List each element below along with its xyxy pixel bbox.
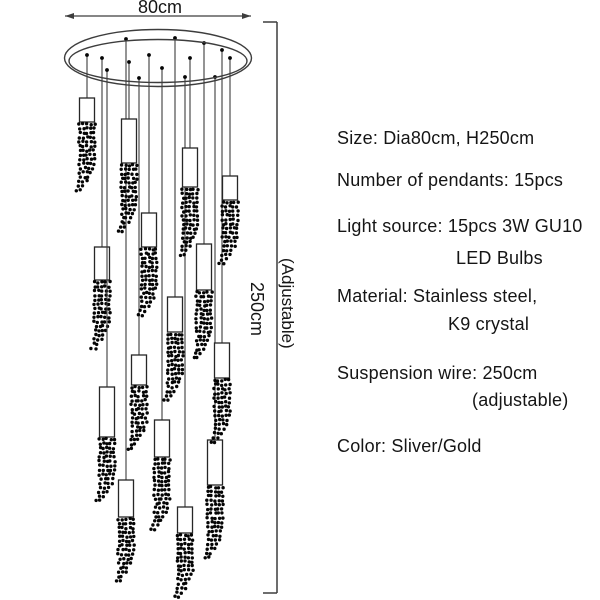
spec-pendant-count: Number of pendants: 15pcs <box>337 170 564 190</box>
height-dimension-label: 250cm <box>247 282 267 337</box>
spec-material: Material: Stainless steel, <box>337 286 538 306</box>
spec-color: Color: Sliver/Gold <box>337 436 482 456</box>
spec-material-cont: K9 crystal <box>448 314 530 334</box>
height-adjustable-label: (Adjustable) <box>278 258 297 349</box>
spec-light-source-cont: LED Bulbs <box>456 248 543 268</box>
spec-size: Size: Dia80cm, H250cm <box>337 128 535 148</box>
spec-suspension-wire-cont: (adjustable) <box>472 390 569 410</box>
width-dimension-label: 80cm <box>138 0 183 17</box>
spec-light-source: Light source: 15pcs 3W GU10 <box>337 216 583 236</box>
spec-suspension-wire: Suspension wire: 250cm <box>337 363 538 383</box>
